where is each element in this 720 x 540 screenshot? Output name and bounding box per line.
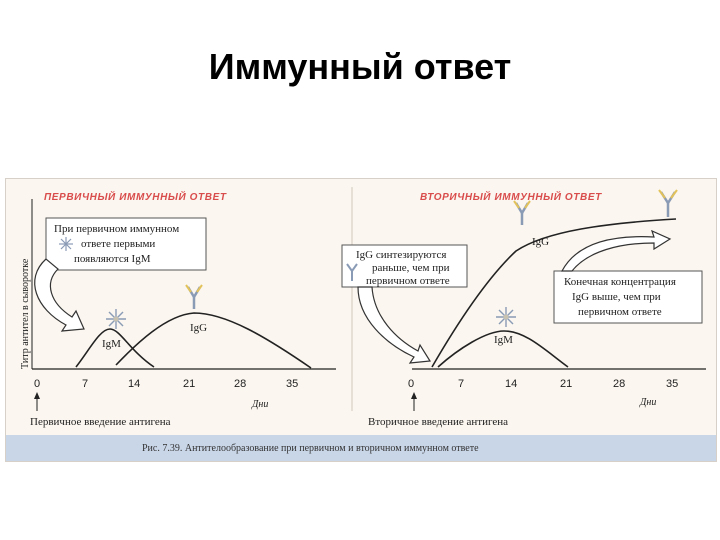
primary-callout-line2: ответе первыми [81, 238, 155, 250]
primary-igm-curve [75, 328, 155, 368]
secondary-callout-left-line1: IgG синтезируются [356, 249, 446, 261]
secondary-x-ticks: 0 7 14 21 28 35 [408, 378, 678, 390]
secondary-igm-molecule-icon [496, 307, 516, 327]
secondary-x-unit: Дни [639, 397, 656, 408]
primary-tick-28: 28 [234, 378, 246, 390]
primary-callout-line3: появляются IgM [74, 253, 151, 265]
secondary-igg-molecule-icon [513, 200, 531, 225]
primary-x-unit: Дни [251, 399, 268, 410]
secondary-igg-molecule-icon-2 [658, 189, 678, 217]
secondary-callout-left-line3: первичном ответе [366, 275, 450, 287]
secondary-callout-right-line1: Конечная концентрация [564, 276, 676, 288]
primary-callout-arrow [34, 258, 85, 332]
secondary-tick-28: 28 [613, 378, 625, 390]
primary-igg-molecule-icon [185, 284, 203, 309]
primary-intro-arrow-head [34, 392, 40, 399]
primary-tick-0: 0 [34, 378, 40, 390]
page-title: Иммунный ответ [208, 46, 512, 87]
immune-response-figure: Титр антител в сыворотке ПЕРВИЧНЫЙ ИММУН… [5, 178, 717, 462]
primary-x-ticks: 0 7 14 21 28 35 [34, 378, 298, 390]
secondary-callout-right-line3: первичном ответе [578, 306, 662, 318]
secondary-igg-curve [431, 218, 677, 368]
primary-tick-7: 7 [82, 378, 88, 390]
primary-igg-curve [115, 312, 312, 369]
secondary-callout-right-line2: IgG выше, чем при [572, 291, 661, 303]
primary-intro-label: Первичное введение антигена [30, 416, 171, 428]
secondary-callout-right-box [553, 270, 703, 324]
y-axis-label: Титр антител в сыворотке [20, 258, 31, 369]
secondary-igm-curve [437, 330, 569, 368]
secondary-igg-label: IgG [532, 236, 549, 248]
secondary-tick-14: 14 [505, 378, 517, 390]
primary-igm-label: IgM [102, 338, 121, 350]
primary-heading: ПЕРВИЧНЫЙ ИММУННЫЙ ОТВЕТ [44, 190, 227, 203]
primary-tick-21: 21 [183, 378, 195, 390]
secondary-igm-label: IgM [494, 334, 513, 346]
secondary-tick-21: 21 [560, 378, 572, 390]
primary-igm-molecule-icon [106, 309, 126, 329]
caption-bar [6, 435, 716, 461]
figure-svg: Титр антител в сыворотке ПЕРВИЧНЫЙ ИММУН… [6, 187, 716, 461]
primary-callout-line1: При первичном иммунном [54, 223, 179, 235]
secondary-tick-0: 0 [408, 378, 414, 390]
figure-caption: Рис. 7.39. Антителообразование при перви… [142, 443, 479, 454]
secondary-heading: ВТОРИЧНЫЙ ИММУННЫЙ ОТВЕТ [420, 190, 602, 203]
secondary-intro-label: Вторичное введение антигена [368, 416, 508, 428]
secondary-callout-left-arrow [357, 286, 432, 364]
secondary-callout-igg-icon [346, 263, 358, 281]
secondary-tick-35: 35 [666, 378, 678, 390]
primary-igg-label: IgG [190, 322, 207, 334]
secondary-callout-left-line2: раньше, чем при [372, 262, 450, 274]
primary-tick-14: 14 [128, 378, 140, 390]
secondary-callout-left-box [341, 244, 468, 288]
secondary-intro-arrow-head [411, 392, 417, 399]
primary-tick-35: 35 [286, 378, 298, 390]
igm-molecule-icon [59, 237, 73, 251]
secondary-tick-7: 7 [458, 378, 464, 390]
secondary-callout-right-arrow [560, 229, 672, 272]
